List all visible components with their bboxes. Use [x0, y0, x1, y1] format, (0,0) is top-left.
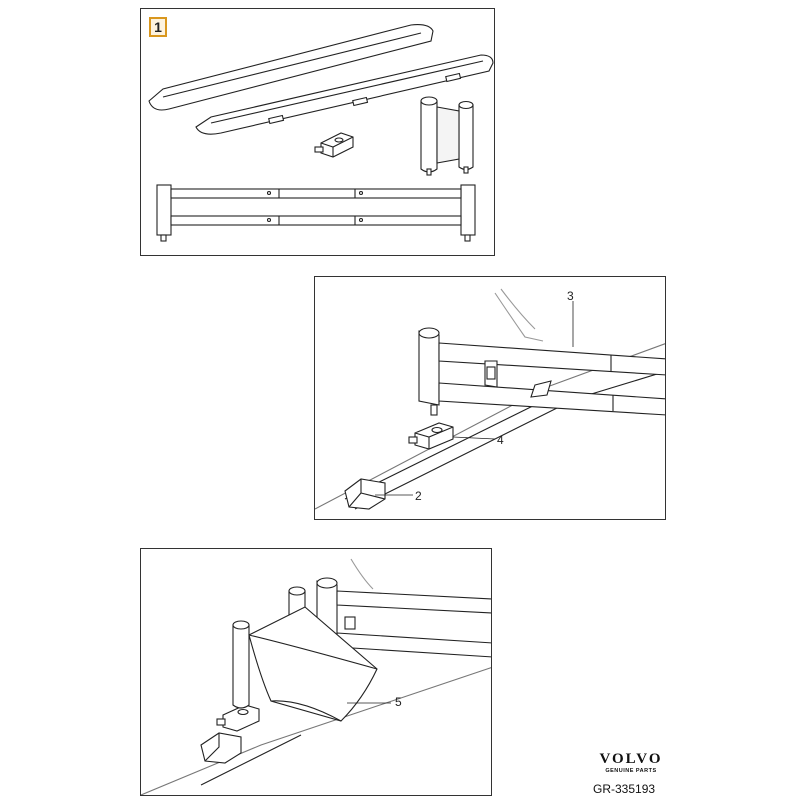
part-number: GR-335193 — [593, 782, 656, 796]
roof-rail-left — [148, 24, 434, 111]
brand-tagline: GENUINE PARTS — [605, 768, 657, 774]
net-install-illustration — [141, 558, 491, 795]
load-barrier-frame — [156, 184, 476, 242]
callout-2: 2 — [415, 489, 422, 503]
callout-4: 4 — [497, 433, 504, 447]
panel-net-installation: 5 — [140, 548, 492, 796]
barrier-install-illustration — [315, 288, 665, 510]
panel-kit-contents: 1 — [140, 8, 495, 256]
volvo-logo: VOLVO GENUINE PARTS — [596, 752, 666, 775]
kit-number-badge: 1 — [149, 17, 167, 37]
brand-name: VOLVO — [599, 751, 663, 767]
clamp-part — [216, 704, 260, 732]
net-posts — [420, 96, 474, 176]
clamp-part — [314, 132, 354, 158]
load-barrier-frame — [418, 327, 665, 416]
callout-3: 3 — [567, 289, 574, 303]
clamp-part — [408, 422, 454, 450]
panel-barrier-installation: 3 4 2 — [314, 276, 666, 520]
roof-rail-right — [195, 54, 494, 135]
kit-illustration — [148, 24, 494, 242]
callout-5: 5 — [395, 695, 402, 709]
leader-4 — [452, 436, 496, 440]
